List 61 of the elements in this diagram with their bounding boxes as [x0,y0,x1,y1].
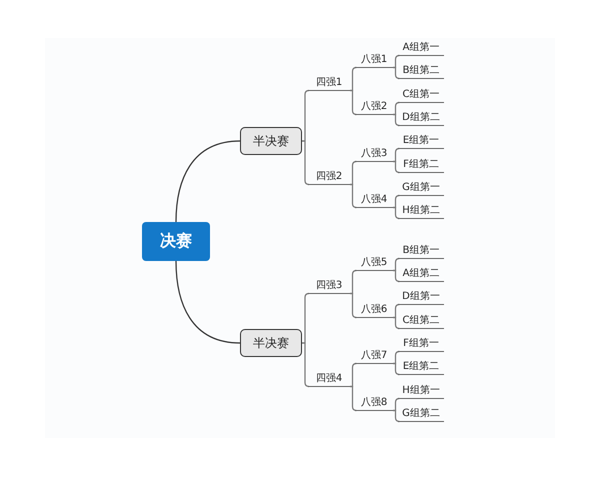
team-label: H组第一 [398,385,444,399]
connector-line [393,258,400,272]
connector-line [393,66,400,80]
connector-line [302,342,310,388]
team-label: D组第一 [398,291,444,305]
root-box: 决赛 [142,222,210,261]
team-label: E组第一 [398,135,444,149]
connector-line [393,114,400,126]
connector-line [393,54,400,68]
team-label: A组第一 [398,42,444,56]
connector-line [350,184,358,208]
connector-line [393,194,400,208]
branch-label: 四强1 [308,77,350,91]
connector-line [175,260,240,344]
team-label: G组第一 [398,182,444,196]
connector-line [302,90,310,142]
connector-line [393,148,400,162]
branch-label: 四强2 [308,171,350,185]
connector-line [393,316,400,330]
connector-line [350,292,358,318]
team-label: H组第二 [398,205,444,219]
topic-box: 半决赛 [240,329,302,357]
topic-box: 半决赛 [240,127,302,155]
team-label: E组第二 [398,361,444,375]
branch-label: 八强4 [355,194,393,208]
branch-label: 八强1 [355,54,393,68]
team-label: B组第二 [398,65,444,79]
team-label: F组第二 [398,159,444,173]
branch-label: 八强7 [355,350,393,364]
connector-line [393,206,400,220]
branch-label: 八强2 [355,101,393,115]
connector-line [302,140,310,186]
team-label: C组第二 [398,315,444,329]
team-label: B组第一 [398,245,444,259]
connector-line [393,102,400,116]
connector-line [350,90,358,116]
connector-line [393,398,400,412]
connector-line [302,292,310,344]
connector-line [350,270,358,294]
branch-label: 八强8 [355,397,393,411]
connector-line [393,350,400,364]
connector-line [175,140,240,222]
connector-line [350,160,358,186]
team-label: D组第二 [398,112,444,126]
team-label: A组第二 [398,268,444,282]
team-label: F组第一 [398,338,444,352]
branch-label: 八强3 [355,148,393,162]
team-label: G组第二 [398,408,444,422]
connector-line [350,386,358,412]
connector-line [350,66,358,92]
connector-line [350,362,358,388]
team-label: C组第一 [398,89,444,103]
connector-line [393,304,400,318]
branch-label: 八强5 [355,257,393,271]
connector-line [393,410,400,422]
branch-label: 四强4 [308,373,350,387]
branch-label: 四强3 [308,280,350,294]
branch-label: 八强6 [355,304,393,318]
connector-line [393,160,400,174]
connector-line [393,362,400,376]
connector-line [393,270,400,282]
